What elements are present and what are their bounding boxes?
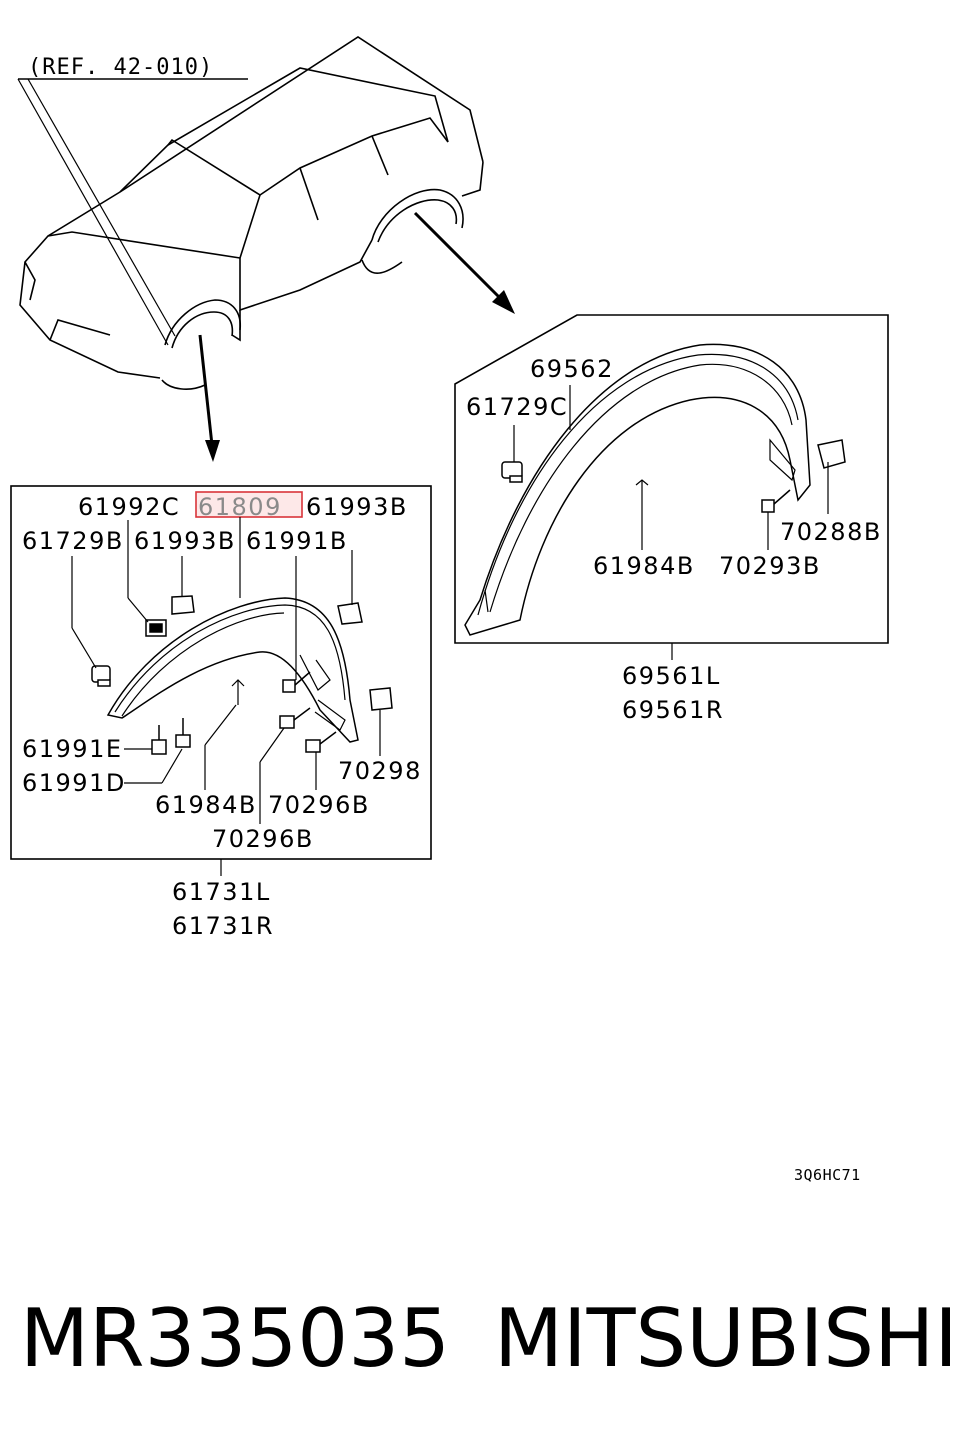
drawing-code: 3Q6HC71 [794,1166,861,1184]
callout-61809[interactable]: 61809 [198,493,282,521]
grommet-61984b [231,679,245,705]
screw-61991e [151,725,167,755]
callout-61991e: 61991E [22,735,123,763]
grommet-61984b [635,479,649,497]
front-assembly-left: 61731L [172,878,271,906]
callout-61729c: 61729C [466,393,568,421]
callout-61984b-front: 61984B [155,791,257,819]
clip-61992c [145,619,167,637]
reference-leader [17,78,169,346]
callout-61993b: 61993B [134,527,236,555]
rear-assembly-right: 69561R [622,696,724,724]
callout-61729b: 61729B [22,527,124,555]
clip-61729b [91,665,111,687]
screw-70293b [761,489,791,513]
callout-61991b: 61991B [246,527,348,555]
reference-label: (REF. 42-010) [28,55,213,80]
callout-61991d: 61991D [22,769,126,797]
front-arrow [198,334,214,446]
brand-name: MITSUBISHI [494,1292,958,1385]
rear-assembly-left: 69561L [622,662,721,690]
rear-arrow [413,211,502,300]
rear-fender-flare [464,343,811,636]
callout-70296b-b: 70296B [212,825,314,853]
screw-70296b-a [279,707,311,729]
part-number: MR335035 [20,1292,450,1385]
screw-70296b-b [305,731,337,753]
highlighted-part-box [195,491,303,518]
rear-detail-box [454,314,889,644]
screw-61991b [282,671,311,693]
vehicle-illustration [19,36,484,390]
callout-61993b-top: 61993B [306,493,408,521]
callout-70288b: 70288B [780,518,882,546]
screw-61991d [175,718,191,748]
callout-69562: 69562 [530,355,614,383]
clip-70288b [817,439,846,469]
callout-61992c: 61992C [78,493,180,521]
clip-61993b-top [337,602,363,625]
clip-61729c [501,461,523,483]
callout-70298: 70298 [338,757,422,785]
callout-70296b-a: 70296B [268,791,370,819]
clip-61993b [171,595,195,615]
front-assembly-right: 61731R [172,912,274,940]
callout-70293b: 70293B [719,552,821,580]
clip-70298 [369,687,393,711]
callout-61984b-rear: 61984B [593,552,695,580]
